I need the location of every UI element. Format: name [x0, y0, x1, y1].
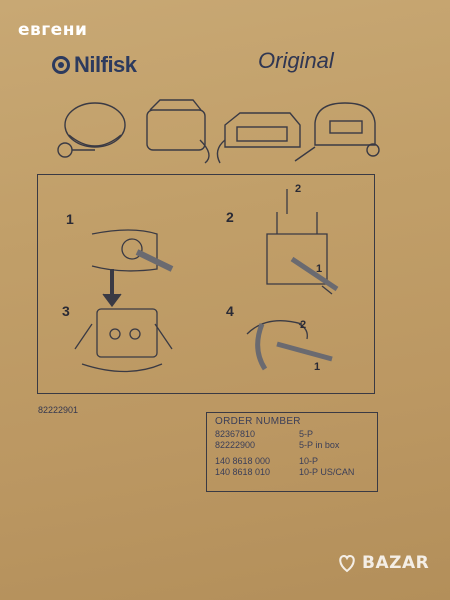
order-row: 140 8618 000 10-P — [215, 456, 369, 467]
part-code: 82222901 — [38, 405, 79, 415]
vacuum-models-illustration — [57, 99, 380, 164]
order-row: 82222900 5-P in box — [215, 440, 369, 451]
step-2-number: 2 — [226, 209, 234, 225]
brand-logo: Nilfisk — [52, 52, 137, 78]
instruction-drawings — [74, 189, 339, 373]
step-4-arrow-label-b: 1 — [314, 361, 321, 373]
order-desc: 10-P — [299, 456, 319, 466]
order-row: 82367810 5-P — [215, 429, 369, 440]
brand-tagline: Original — [258, 48, 334, 73]
order-desc: 5-P — [299, 429, 314, 439]
instructions-panel: 1 2 3 4 2 1 2 1 — [37, 174, 375, 394]
bazar-watermark: BAZAR — [336, 552, 429, 574]
step-2-arrow-label-b: 1 — [316, 263, 323, 275]
step-4-number: 4 — [226, 303, 234, 319]
order-row: 140 8618 010 10-P US/CAN — [215, 467, 369, 478]
step-3-number: 3 — [62, 303, 70, 319]
brand-name: Nilfisk — [74, 52, 137, 77]
order-title: ORDER NUMBER — [215, 416, 301, 427]
order-code: 140 8618 010 — [215, 467, 271, 477]
order-code: 140 8618 000 — [215, 456, 271, 466]
order-code: 82367810 — [215, 429, 256, 439]
step-4-arrow-label-a: 2 — [300, 319, 307, 331]
step-1-number: 1 — [66, 211, 74, 227]
seller-watermark: евгени — [18, 20, 88, 40]
bazar-text: BAZAR — [362, 553, 430, 573]
order-number-table: ORDER NUMBER 82367810 5-P 82222900 5-P i… — [206, 412, 378, 492]
order-code: 82222900 — [215, 440, 256, 450]
order-desc: 10-P US/CAN — [299, 467, 355, 477]
step-2-arrow-label-a: 2 — [295, 183, 302, 195]
order-desc: 5-P in box — [299, 440, 340, 450]
heart-icon — [339, 554, 355, 573]
nilfisk-ring-icon — [52, 56, 70, 74]
